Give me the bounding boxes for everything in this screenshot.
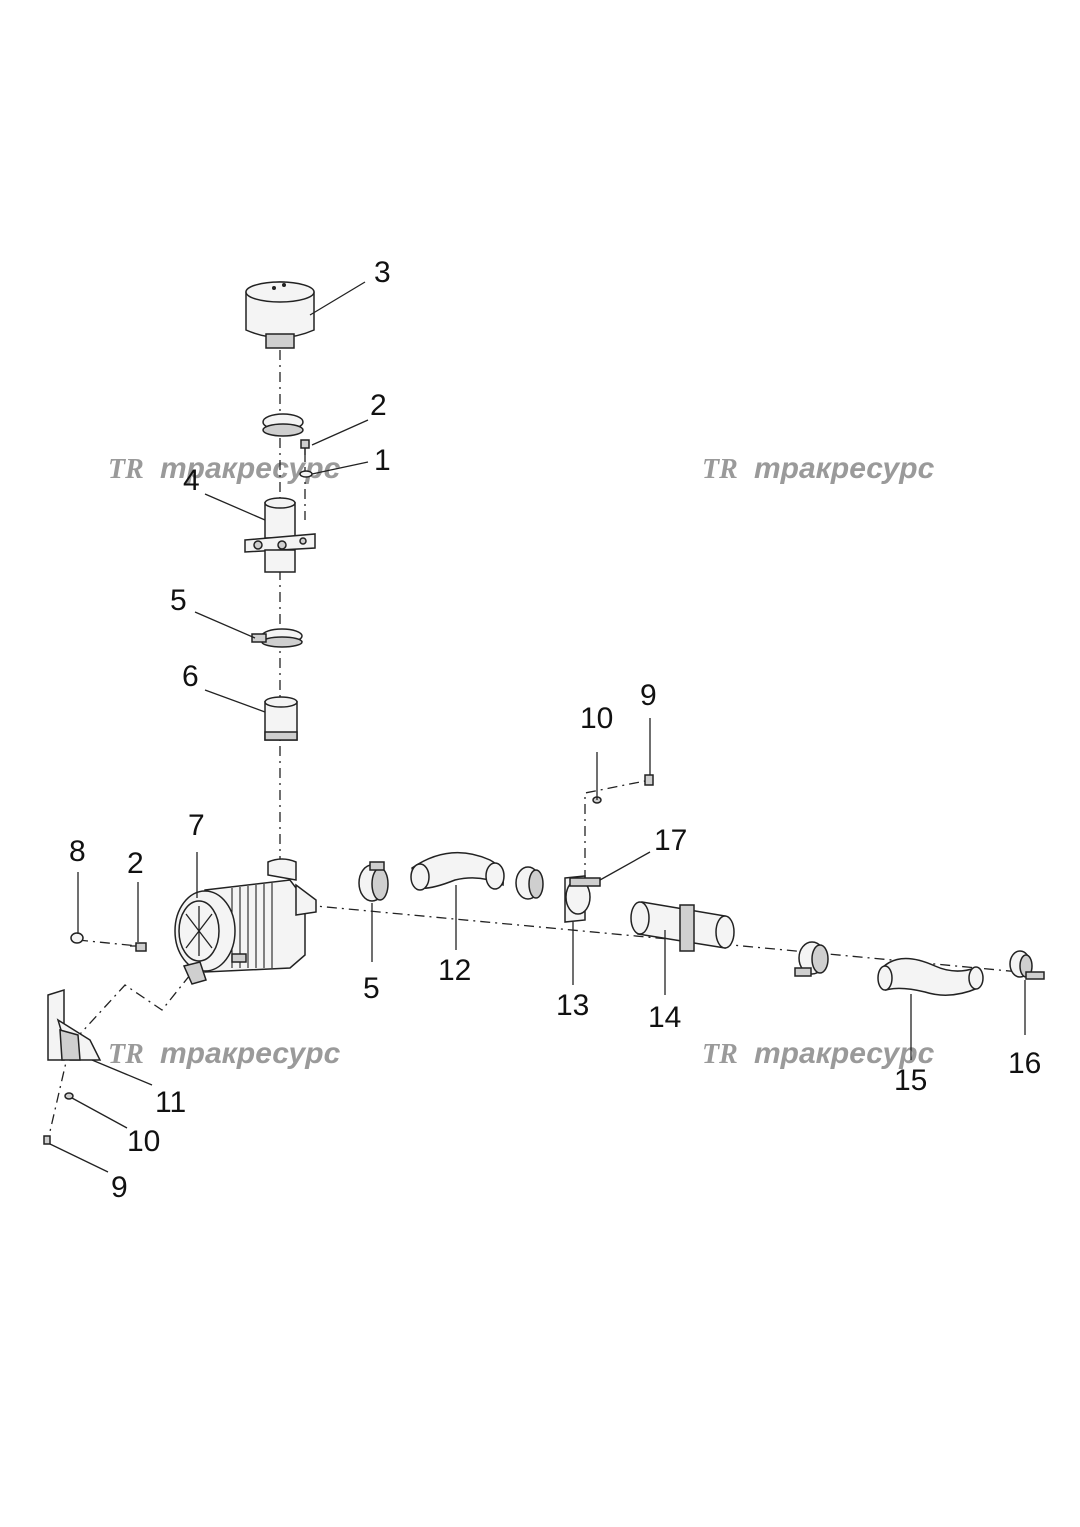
callout-9-left: 9 (111, 1171, 128, 1204)
watermark-text: тракресурс (160, 452, 341, 485)
bolt-part-9-left (43, 1135, 51, 1145)
callout-10-right: 10 (580, 702, 613, 735)
mounting-bracket-part-11 (47, 988, 102, 1061)
callout-14: 14 (648, 1001, 681, 1034)
watermark-bottom-right: TR тракресурс (702, 1037, 935, 1070)
hose-clamp-middle (515, 866, 544, 900)
watermark-top-left: TR тракресурс (108, 452, 341, 485)
callout-1: 1 (374, 444, 391, 477)
callout-3: 3 (374, 256, 391, 289)
rubber-sleeve-part-6 (264, 696, 298, 741)
bracket-lower-axis-line (47, 974, 191, 1141)
callout-labels: 3 2 1 4 5 6 7 8 2 11 10 9 5 12 13 14 15 … (69, 256, 1041, 1204)
watermark-logo: TR (108, 454, 144, 485)
callout-2-top: 2 (370, 389, 387, 422)
bracket-bolt-axis-line (584, 779, 651, 880)
flange-pipe-part-4 (244, 497, 316, 573)
air-filter-housing-part-7 (174, 858, 317, 985)
callout-15: 15 (894, 1064, 927, 1097)
straight-pipe-part-14 (630, 901, 735, 952)
watermark-logo: TR (108, 1039, 144, 1070)
callout-12: 12 (438, 954, 471, 987)
callout-10-left: 10 (127, 1125, 160, 1158)
watermark-bottom-left: TR тракресурс (108, 1037, 341, 1070)
bracket-top-axis-line (77, 939, 139, 947)
callout-13: 13 (556, 989, 589, 1022)
hose-clamp-part-5-lower (358, 861, 389, 902)
hose-clamp-top (262, 413, 304, 437)
precleaner-cap-part-3 (245, 281, 315, 349)
watermark-text: тракресурс (160, 1037, 341, 1070)
bolt-part-2-top (300, 439, 310, 460)
callout-11: 11 (155, 1086, 186, 1119)
elbow-hose-part-12 (410, 851, 505, 891)
washer-part-8 (70, 932, 84, 944)
callout-8: 8 (69, 835, 86, 868)
bolt-part-10-left (64, 1092, 74, 1100)
callout-5-lower: 5 (363, 972, 380, 1005)
leader-lines (49, 281, 1026, 1173)
watermark-logo: TR (702, 1039, 738, 1070)
watermark-logo: TR (702, 454, 738, 485)
washer-part-1 (299, 470, 313, 478)
callout-5-upper: 5 (170, 584, 187, 617)
watermark-text: тракресурс (754, 1037, 935, 1070)
watermark-top-right: TR тракресурс (702, 452, 935, 485)
hose-clamp-part-5-upper (251, 628, 303, 648)
callout-16: 16 (1008, 1047, 1041, 1080)
callout-2-left: 2 (127, 847, 144, 880)
curved-hose-part-15 (877, 957, 984, 996)
callout-4: 4 (183, 464, 200, 497)
callout-17: 17 (654, 824, 687, 857)
bolt-part-2-left (130, 942, 147, 952)
hose-clamp-right (794, 941, 829, 977)
bolt-part-9-right (644, 774, 654, 786)
watermark-text: тракресурс (754, 452, 935, 485)
bracket-clamp-part-13 (564, 875, 601, 923)
callout-7: 7 (188, 809, 205, 842)
callout-9-right: 9 (640, 679, 657, 712)
callout-6: 6 (182, 660, 199, 693)
hose-clamp-part-16 (1009, 950, 1045, 980)
